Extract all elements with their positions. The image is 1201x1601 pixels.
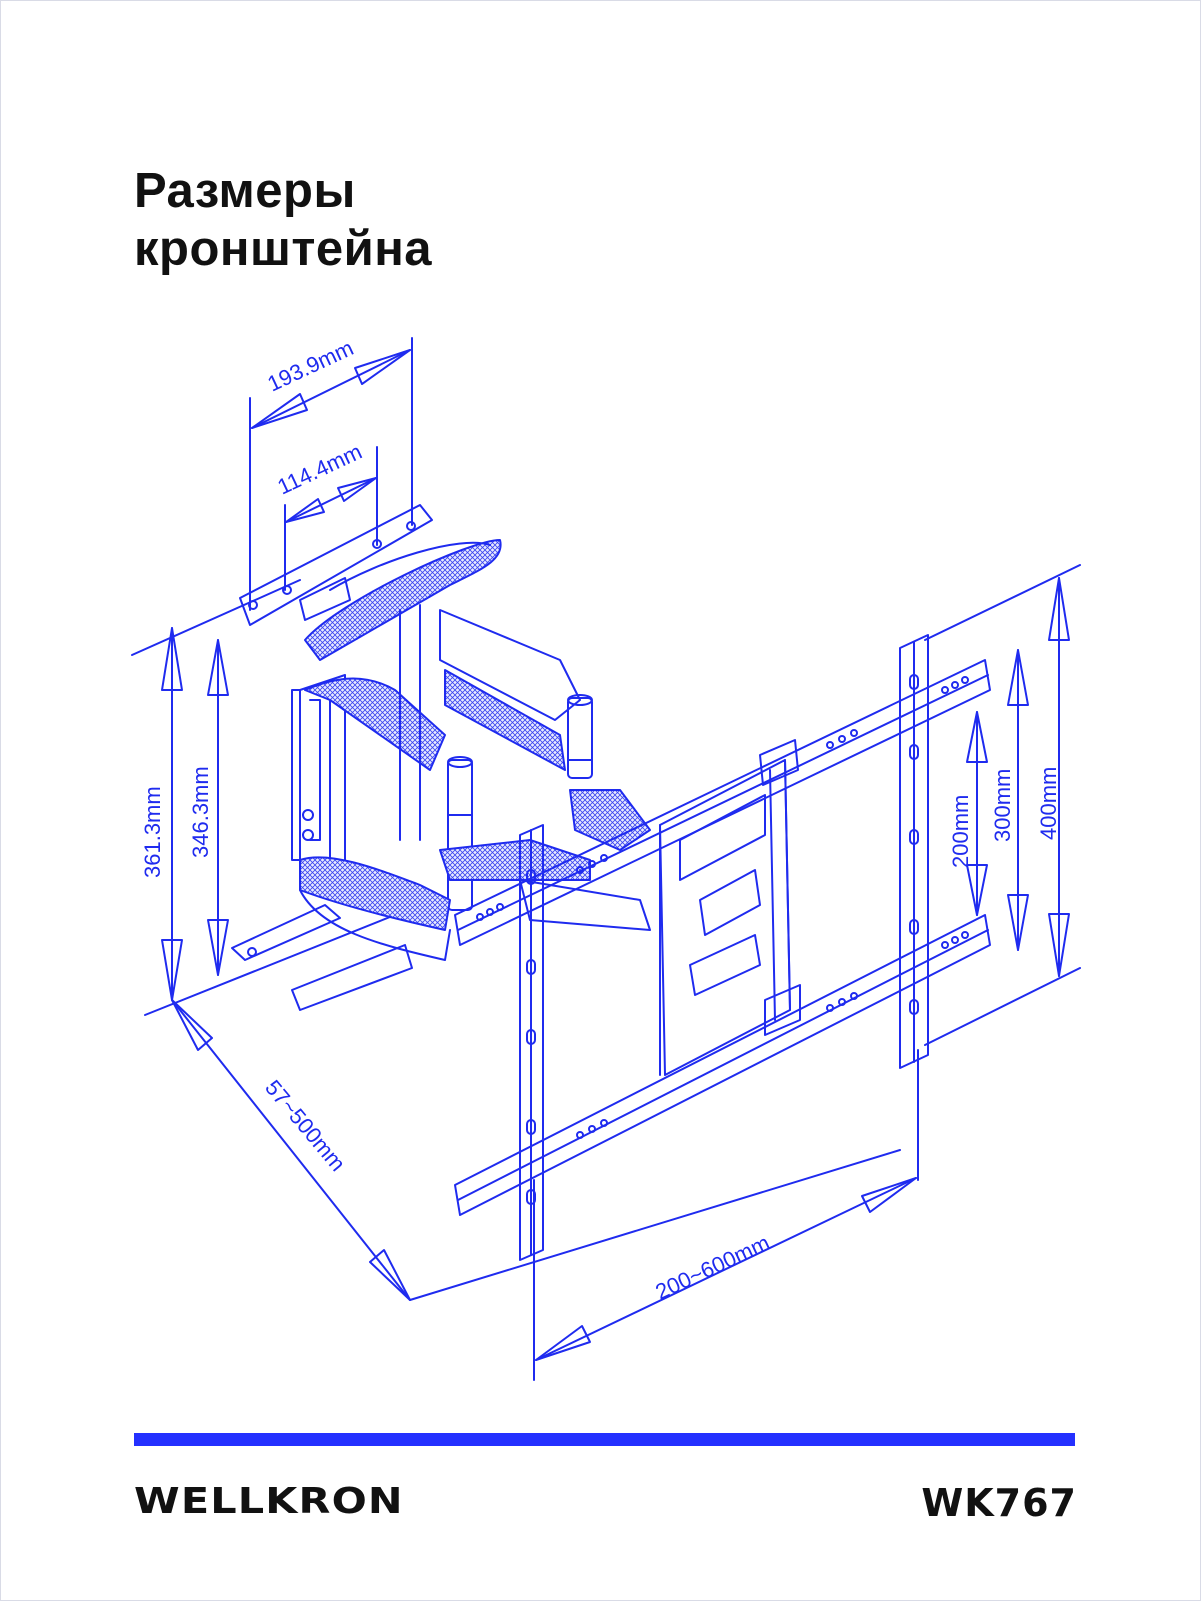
tv-strap-right — [899, 634, 929, 1069]
dimension-361-3 — [131, 579, 421, 1016]
label-400: 400mm — [1036, 767, 1061, 840]
upper-arm — [304, 539, 581, 841]
model-number: WK767 — [921, 1481, 1077, 1525]
title-line-2: кронштейна — [134, 222, 433, 276]
label-57-500: 57~500mm — [260, 1075, 350, 1176]
title-line-1: Размеры — [134, 164, 356, 218]
tv-rail-lower — [454, 914, 991, 1216]
dimension-193-9 — [249, 337, 413, 611]
dimension-400 — [924, 564, 1081, 1046]
label-200: 200mm — [948, 795, 973, 868]
dimension-57-500 — [171, 999, 901, 1301]
tv-strap-left — [519, 824, 544, 1261]
wall-plate-top — [239, 504, 433, 626]
wall-plate-bottom — [231, 904, 413, 1011]
rail-slots — [476, 676, 969, 1139]
dimension-200 — [966, 711, 988, 916]
dimension-346-3 — [207, 639, 229, 976]
dimension-300 — [1007, 649, 1029, 951]
center-mount-plate — [659, 739, 801, 1076]
label-346-3: 346.3mm — [188, 766, 213, 858]
label-200-600: 200~600mm — [652, 1230, 774, 1305]
brand-logo: WELLKRON — [134, 1481, 404, 1522]
dimension-200-600 — [533, 1049, 919, 1381]
label-193-9: 193.9mm — [264, 335, 358, 396]
lower-arm — [299, 789, 651, 961]
label-361-3: 361.3mm — [140, 786, 165, 878]
page-title: Размеры кронштейна — [134, 162, 432, 278]
tv-rail-upper — [454, 659, 991, 946]
elbow-post-upper — [567, 694, 593, 779]
elbow-post-lower — [447, 756, 473, 911]
bracket-dimension-drawing: 193.9mm 114.4mm 361.3mm 346.3mm 57~500mm… — [131, 335, 1081, 1381]
divider-bar — [134, 1433, 1075, 1446]
label-300: 300mm — [990, 769, 1015, 842]
